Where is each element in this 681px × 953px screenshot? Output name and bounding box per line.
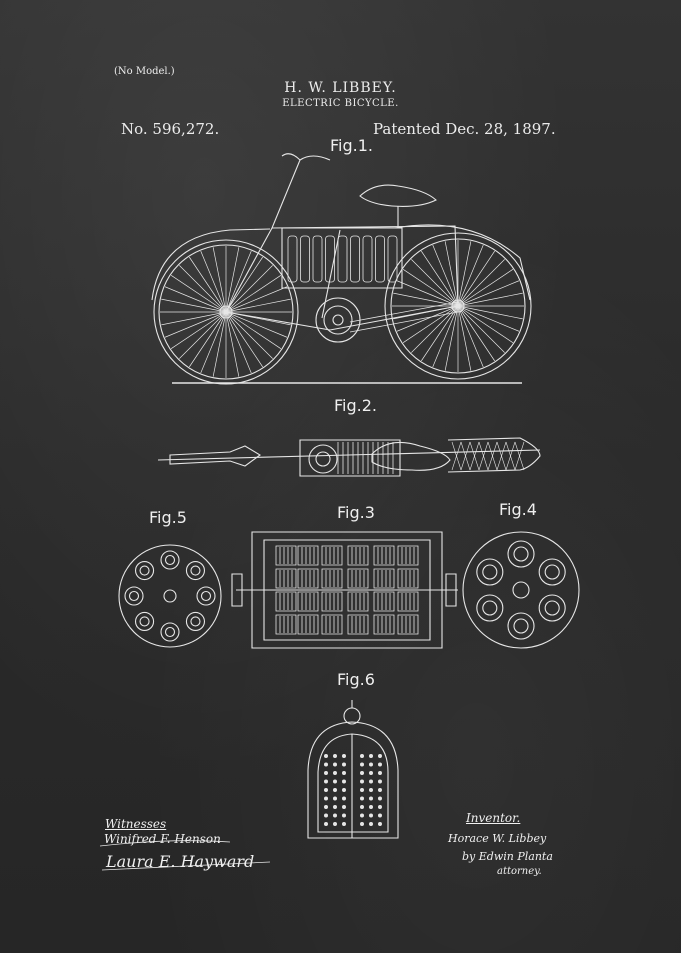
fig3-motor-section: [232, 532, 458, 648]
fig4-label: Fig.4: [499, 500, 537, 519]
fig6-battery-cell: [308, 700, 398, 838]
witness-2-signature: Laura E. Hayward: [106, 852, 255, 871]
witness-1-signature: Winifred F. Henson: [104, 832, 221, 846]
patent-title: ELECTRIC BICYCLE.: [282, 98, 399, 109]
fig2-plan-view: [158, 438, 540, 476]
patent-number: No. 596,272.: [121, 120, 220, 138]
inventor-label: Inventor.: [466, 811, 521, 825]
front-wheel: [154, 240, 298, 384]
fig5-label: Fig.5: [149, 508, 187, 527]
witnesses-label: Witnesses: [105, 817, 167, 831]
no-model-note: (No Model.): [114, 66, 175, 77]
inventor-name-heading: H. W. LIBBEY.: [284, 80, 397, 96]
attorney-by-line: by Edwin Planta: [462, 850, 553, 863]
attorney-label: attorney.: [497, 866, 542, 877]
fig3-label: Fig.3: [337, 503, 375, 522]
fig4-end-view: [463, 532, 579, 648]
fig2-label: Fig.2.: [334, 396, 377, 415]
rear-wheel: [385, 233, 531, 379]
patent-date: Patented Dec. 28, 1897.: [373, 120, 556, 138]
fig1-label: Fig.1.: [330, 136, 373, 155]
fig5-commutator-face: [119, 545, 221, 647]
fig1-bicycle-side-view: [152, 154, 531, 384]
inventor-signature: Horace W. Libbey: [448, 832, 547, 845]
fig6-label: Fig.6: [337, 670, 375, 689]
